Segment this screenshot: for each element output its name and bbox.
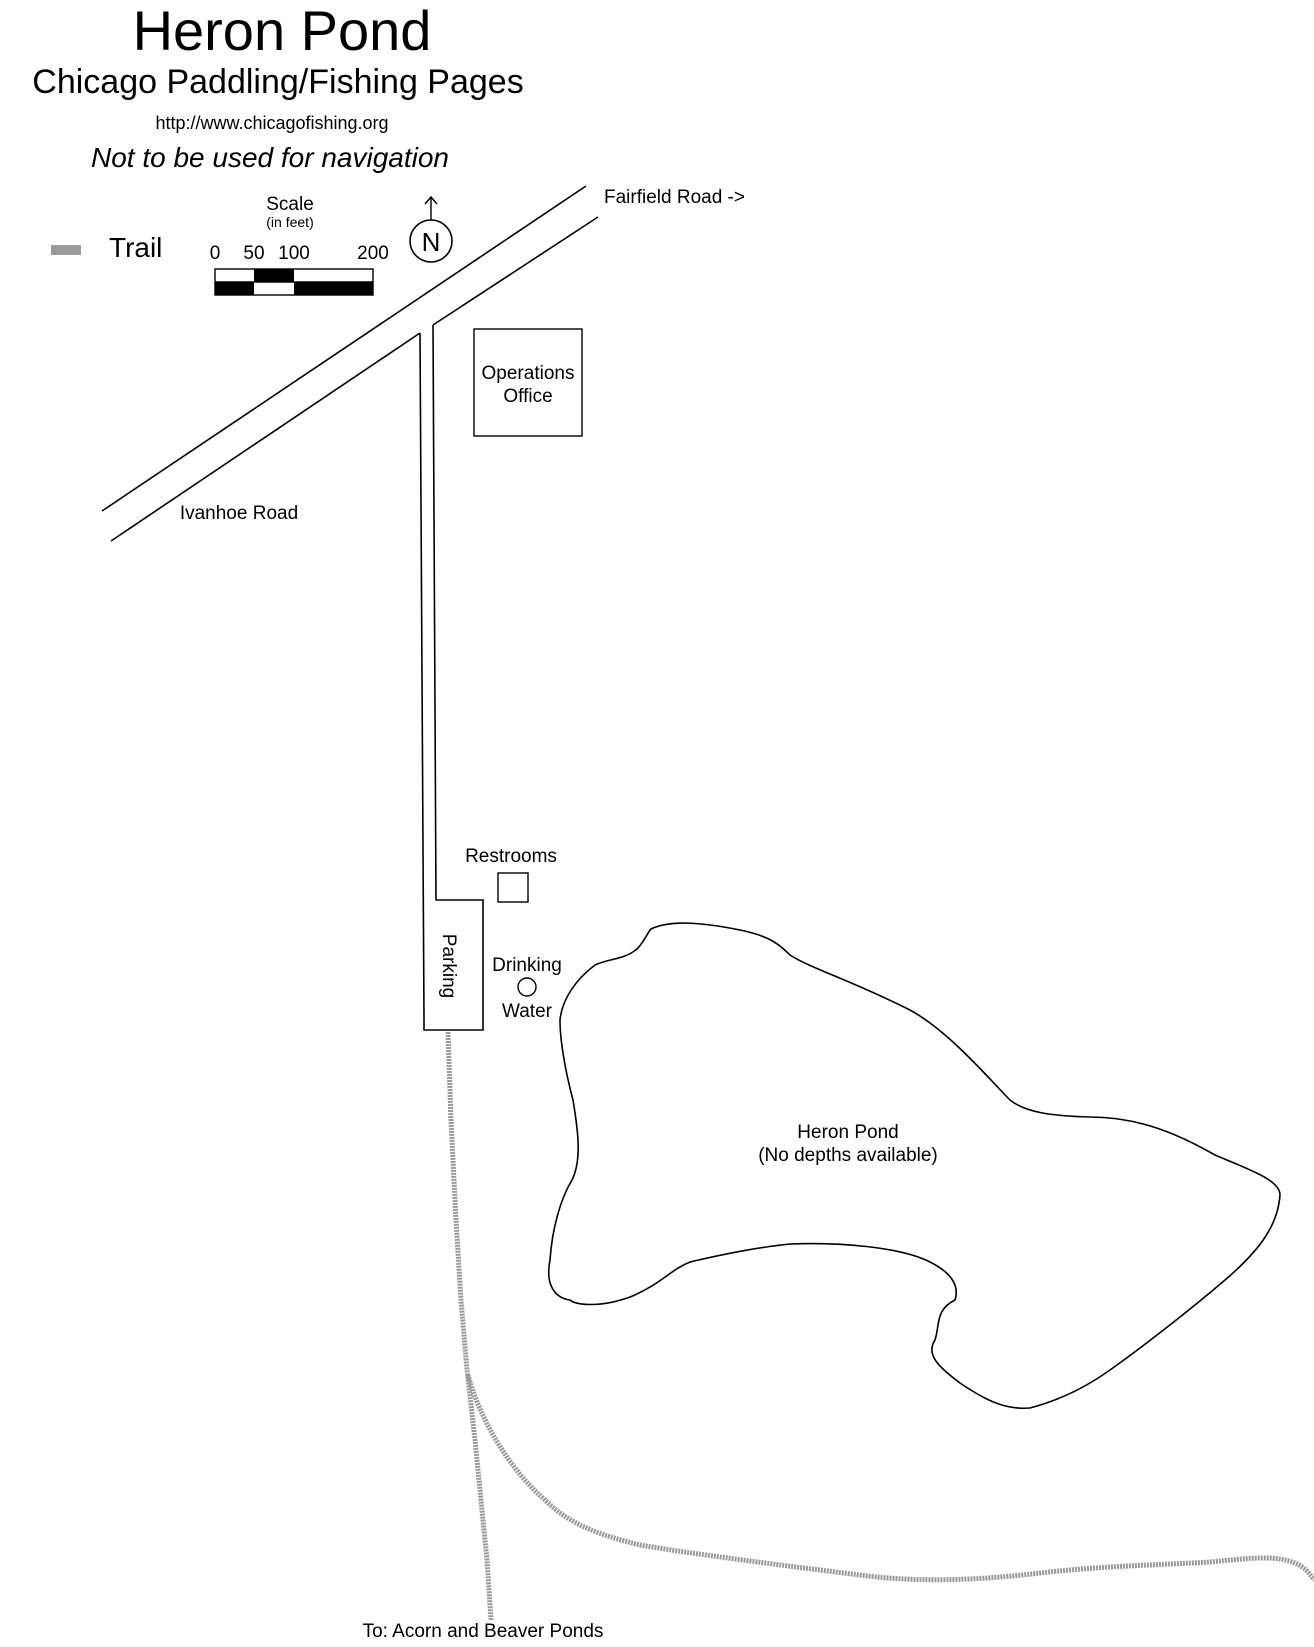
drinking-water-label-line1: Drinking	[492, 955, 562, 976]
fairfield-road-label: Fairfield Road ->	[604, 187, 745, 208]
legend: Trail	[51, 232, 162, 263]
trail-east	[465, 1374, 1314, 1583]
parking-label: Parking	[438, 934, 459, 998]
parking-lot: Parking	[438, 934, 459, 998]
pond-depth-note: (No depths available)	[758, 1145, 938, 1166]
map-title: Heron Pond	[133, 0, 432, 62]
scale-unit: (in feet)	[266, 214, 313, 230]
heron-pond-shoreline	[548, 922, 1281, 1410]
trails	[445, 1031, 1314, 1621]
operations-office-label-line1: Operations	[482, 363, 575, 384]
legend-trail-label: Trail	[109, 232, 162, 263]
restrooms: Restrooms	[465, 846, 557, 903]
trail-destination-label: To: Acorn and Beaver Ponds	[363, 1621, 604, 1642]
drinking-water: Drinking Water	[492, 955, 562, 1022]
restrooms-label: Restrooms	[465, 846, 557, 867]
scale-bar: Scale (in feet) 0 50 100 200	[210, 194, 389, 296]
operations-office-label-line2: Office	[503, 386, 552, 407]
north-label: N	[422, 227, 441, 257]
trail-main	[445, 1031, 494, 1621]
scale-tick-200: 200	[357, 243, 389, 264]
source-url: http://www.chicagofishing.org	[155, 113, 388, 133]
drinking-water-label-line2: Water	[502, 1001, 553, 1022]
trail-swatch	[51, 245, 81, 255]
scale-tick-0: 0	[210, 243, 221, 264]
pond-name: Heron Pond	[797, 1122, 898, 1143]
drinking-water-icon	[517, 977, 537, 997]
ivanhoe-road-label: Ivanhoe Road	[180, 503, 298, 524]
map-subtitle: Chicago Paddling/Fishing Pages	[32, 63, 523, 101]
scale-tick-100: 100	[278, 243, 310, 264]
scale-tick-50: 50	[243, 243, 264, 264]
north-arrow-icon: N	[409, 195, 453, 263]
scale-title: Scale	[266, 194, 314, 215]
ivanhoe-road	[101, 185, 599, 542]
navigation-warning: Not to be used for navigation	[91, 142, 449, 173]
access-road	[419, 324, 484, 1031]
operations-office: Operations Office	[473, 328, 583, 437]
